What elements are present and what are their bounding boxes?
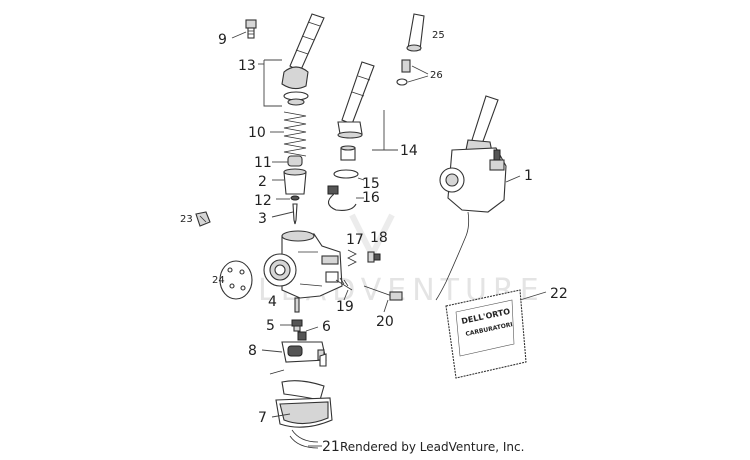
part-12-clip [290,195,300,201]
callout-2: 2 [258,174,267,190]
part-20-mixture-screw [363,285,403,301]
part-10-spring [283,111,307,157]
part-7-float-bowl [275,380,333,449]
part-15-o-ring [333,169,359,179]
part-6-jet [297,331,307,341]
part-17-spring [347,249,357,267]
part-16-choke-lever [327,185,357,211]
part-26-screw [396,59,411,86]
part-13-cable-elbow [281,13,325,106]
part-23-screw [195,211,211,227]
callout-6: 6 [322,319,331,335]
part-19-idle-screw [335,277,353,291]
callout-11: 11 [254,155,272,171]
callout-10: 10 [248,125,266,141]
callout-17: 17 [346,232,364,248]
part-14-choke-assembly [337,61,375,161]
callout-14: 14 [400,143,418,159]
callout-19: 19 [336,299,354,315]
callout-18: 18 [370,230,388,246]
part-9-screw [245,19,257,39]
callout-20: 20 [376,314,394,330]
carburetor-body [263,230,343,299]
callout-9: 9 [218,32,227,48]
part-24-gasket [219,260,253,300]
callout-26: 26 [430,70,443,81]
callout-13: 13 [238,58,256,74]
part-2-throttle-slide [283,168,307,195]
callout-8: 8 [248,343,257,359]
callout-7: 7 [258,410,267,426]
part-25-cap [406,13,425,52]
callout-16: 16 [362,190,380,206]
part-1-complete-carburetor [435,95,507,301]
callout-25: 25 [432,30,445,41]
part-3-needle [292,203,298,225]
part-8-float [269,341,327,375]
callout-22: 22 [550,286,568,302]
part-5-jet [291,319,303,332]
callout-4: 4 [268,294,277,310]
part-4-jet [294,297,300,313]
callout-12: 12 [254,193,272,209]
callout-3: 3 [258,211,267,227]
callout-21: 21 [322,439,340,455]
part-22-repair-kit-bag: DELL'ORTO CARBURATORI [445,289,527,379]
part-11-retainer [287,155,303,167]
callout-1: 1 [524,168,533,184]
callout-15: 15 [362,176,380,192]
callout-24: 24 [212,275,225,286]
rendered-by-credit: Rendered by LeadVenture, Inc. [340,440,524,454]
callout-5: 5 [266,318,275,334]
part-18-screw [367,251,381,263]
callout-23: 23 [180,214,193,225]
